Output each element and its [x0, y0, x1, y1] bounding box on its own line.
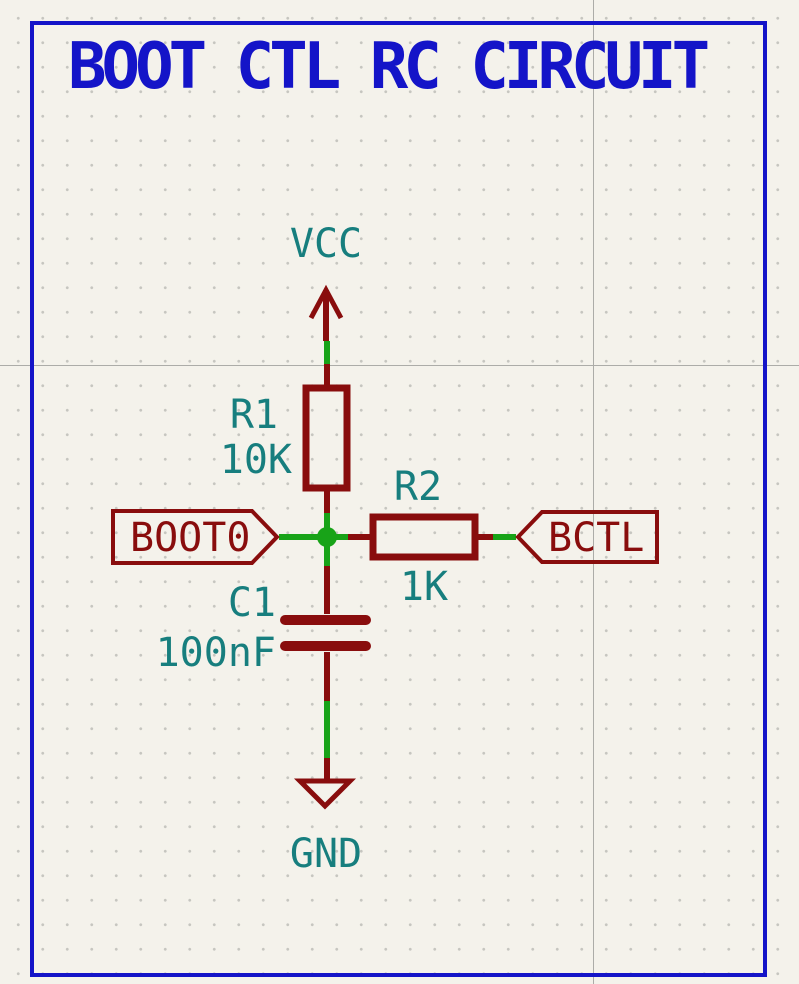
- c1-value[interactable]: 100nF: [156, 630, 276, 676]
- wires: [279, 341, 516, 758]
- gnd-net-name: GND: [290, 831, 362, 877]
- global-label-boot0[interactable]: BOOT0: [111, 509, 280, 565]
- grid-axis-horizontal: [0, 365, 799, 366]
- capacitor-c1[interactable]: C1 100nF: [156, 566, 371, 701]
- r1-reference[interactable]: R1: [230, 392, 278, 438]
- bctl-label-outline: [515, 510, 659, 564]
- boot0-label-text[interactable]: BOOT0: [130, 515, 250, 561]
- vcc-net-name: VCC: [290, 221, 362, 267]
- grid-axis-vertical: [593, 0, 594, 984]
- power-symbol-vcc[interactable]: VCC: [290, 221, 362, 388]
- gnd-triangle-icon: [293, 778, 357, 810]
- boot0-label-outline: [111, 509, 280, 565]
- r1-value[interactable]: 10K: [220, 437, 292, 483]
- r2-body: [369, 513, 479, 561]
- r2-value[interactable]: 1K: [400, 564, 448, 610]
- r2-reference[interactable]: R2: [394, 464, 442, 510]
- sheet-border: [30, 21, 767, 977]
- resistor-r2[interactable]: R2 1K: [348, 464, 493, 610]
- global-label-bctl[interactable]: BCTL: [515, 510, 659, 564]
- wire-junction-dot[interactable]: [317, 527, 337, 547]
- c1-reference[interactable]: C1: [228, 580, 276, 626]
- power-symbol-gnd[interactable]: GND: [290, 758, 362, 877]
- sheet-title[interactable]: BOOT CTL RC CIRCUIT: [68, 30, 713, 104]
- r1-body: [302, 384, 351, 492]
- resistor-r1[interactable]: R1 10K: [220, 384, 351, 513]
- bctl-label-text[interactable]: BCTL: [548, 515, 644, 561]
